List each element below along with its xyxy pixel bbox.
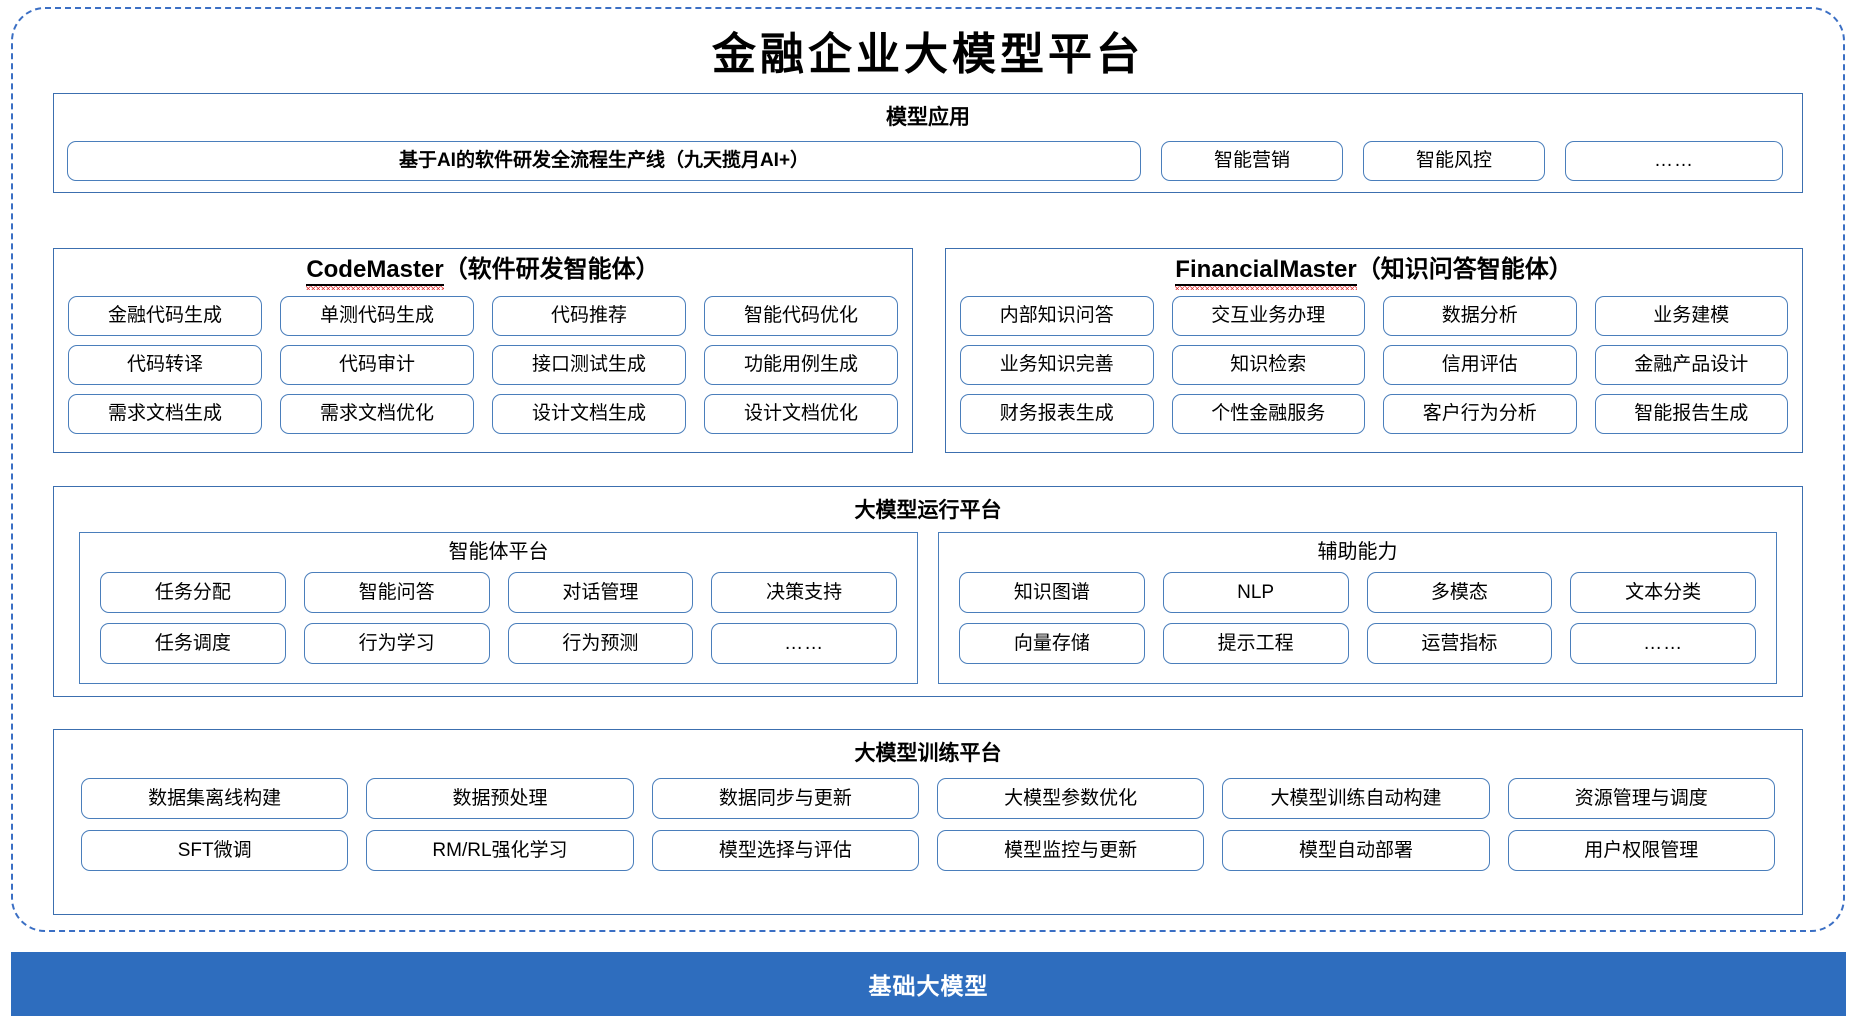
agent-platform-item-0-2[interactable]: 对话管理	[507, 572, 694, 613]
app-item-smart-marketing[interactable]: 智能营销	[1161, 141, 1343, 181]
training-platform-grid: 数据集离线构建 数据预处理 数据同步与更新 大模型参数优化 大模型训练自动构建 …	[81, 778, 1775, 871]
auxiliary-capability-row-2: 向量存储 提示工程 运营指标 ……	[959, 623, 1756, 664]
financialmaster-cap-0-3[interactable]: 业务建模	[1594, 296, 1788, 336]
auxiliary-item-1-3[interactable]: ……	[1570, 623, 1756, 664]
app-item-ai-pipeline[interactable]: 基于AI的软件研发全流程生产线（九天揽月AI+）	[67, 141, 1141, 181]
model-application-item-row: 基于AI的软件研发全流程生产线（九天揽月AI+） 智能营销 智能风控 ……	[67, 141, 1789, 181]
section-runtime-platform-title: 大模型运行平台	[854, 499, 1002, 522]
app-item-smart-risk-control[interactable]: 智能风控	[1363, 141, 1545, 181]
section-training-platform-title: 大模型训练平台	[854, 742, 1002, 765]
codemaster-cap-1-1[interactable]: 代码审计	[280, 345, 474, 385]
codemaster-cap-0-3[interactable]: 智能代码优化	[704, 296, 898, 336]
training-item-0-0[interactable]: 数据集离线构建	[81, 778, 349, 819]
codemaster-cap-1-0[interactable]: 代码转译	[68, 345, 262, 385]
financialmaster-title: FinancialMaster（知识问答智能体）	[946, 256, 1802, 291]
codemaster-cap-2-0[interactable]: 需求文档生成	[68, 394, 262, 434]
runtime-groups-wrap: 智能体平台 任务分配 智能问答 对话管理 决策支持 任务调度 行为学习 行为预测…	[79, 532, 1777, 684]
codemaster-row-1: 金融代码生成 单测代码生成 代码推荐 智能代码优化	[68, 296, 898, 336]
runtime-group-auxiliary-capability: 辅助能力 知识图谱 NLP 多模态 文本分类 向量存储 提示工程 运营指标 ……	[938, 532, 1777, 684]
training-platform-row-1: 数据集离线构建 数据预处理 数据同步与更新 大模型参数优化 大模型训练自动构建 …	[81, 778, 1775, 819]
agent-platform-item-0-3[interactable]: 决策支持	[711, 572, 897, 613]
financialmaster-cap-0-2[interactable]: 数据分析	[1383, 296, 1577, 336]
training-item-0-2[interactable]: 数据同步与更新	[651, 778, 919, 819]
codemaster-name-latin: CodeMaster	[306, 256, 445, 291]
training-item-1-3[interactable]: 模型监控与更新	[936, 830, 1205, 871]
codemaster-cap-2-3[interactable]: 设计文档优化	[704, 394, 898, 434]
section-model-application: 模型应用 基于AI的软件研发全流程生产线（九天揽月AI+） 智能营销 智能风控 …	[53, 93, 1803, 193]
agent-platform-item-1-3[interactable]: ……	[711, 623, 897, 664]
financialmaster-cap-2-2[interactable]: 客户行为分析	[1383, 394, 1577, 434]
agent-platform-grid: 任务分配 智能问答 对话管理 决策支持 任务调度 行为学习 行为预测 ……	[100, 572, 897, 664]
section-model-application-title: 模型应用	[886, 106, 970, 129]
auxiliary-item-0-0[interactable]: 知识图谱	[959, 572, 1145, 613]
financialmaster-cap-0-1[interactable]: 交互业务办理	[1171, 296, 1365, 336]
auxiliary-item-1-1[interactable]: 提示工程	[1162, 623, 1349, 664]
training-item-0-3[interactable]: 大模型参数优化	[936, 778, 1205, 819]
page-title: 金融企业大模型平台	[712, 29, 1144, 80]
agent-platform-item-0-1[interactable]: 智能问答	[303, 572, 490, 613]
codemaster-cap-1-2[interactable]: 接口测试生成	[492, 345, 686, 385]
training-item-1-5[interactable]: 用户权限管理	[1507, 830, 1775, 871]
agent-platform-item-0-0[interactable]: 任务分配	[100, 572, 286, 613]
section-codemaster-agent: CodeMaster（软件研发智能体） 金融代码生成 单测代码生成 代码推荐 智…	[53, 248, 913, 453]
financialmaster-cap-0-0[interactable]: 内部知识问答	[960, 296, 1154, 336]
codemaster-capability-grid: 金融代码生成 单测代码生成 代码推荐 智能代码优化 代码转译 代码审计 接口测试…	[68, 296, 898, 434]
financialmaster-cap-2-3[interactable]: 智能报告生成	[1594, 394, 1788, 434]
financialmaster-row-1: 内部知识问答 交互业务办理 数据分析 业务建模	[960, 296, 1788, 336]
codemaster-cap-0-1[interactable]: 单测代码生成	[280, 296, 474, 336]
codemaster-cap-1-3[interactable]: 功能用例生成	[704, 345, 898, 385]
codemaster-title: CodeMaster（软件研发智能体）	[54, 256, 912, 291]
agent-platform-row-2: 任务调度 行为学习 行为预测 ……	[100, 623, 897, 664]
auxiliary-item-1-2[interactable]: 运营指标	[1366, 623, 1553, 664]
training-item-0-1[interactable]: 数据预处理	[366, 778, 634, 819]
codemaster-row-3: 需求文档生成 需求文档优化 设计文档生成 设计文档优化	[68, 394, 898, 434]
agent-platform-item-1-1[interactable]: 行为学习	[303, 623, 490, 664]
codemaster-name-cn: （软件研发智能体）	[443, 256, 660, 283]
financialmaster-row-2: 业务知识完善 知识检索 信用评估 金融产品设计	[960, 345, 1788, 385]
section-financialmaster-agent: FinancialMaster（知识问答智能体） 内部知识问答 交互业务办理 数…	[945, 248, 1803, 453]
codemaster-row-2: 代码转译 代码审计 接口测试生成 功能用例生成	[68, 345, 898, 385]
financialmaster-cap-2-0[interactable]: 财务报表生成	[960, 394, 1154, 434]
codemaster-cap-2-2[interactable]: 设计文档生成	[492, 394, 686, 434]
training-platform-row-2: SFT微调 RM/RL强化学习 模型选择与评估 模型监控与更新 模型自动部署 用…	[81, 830, 1775, 871]
auxiliary-capability-grid: 知识图谱 NLP 多模态 文本分类 向量存储 提示工程 运营指标 ……	[959, 572, 1756, 664]
training-item-1-4[interactable]: 模型自动部署	[1222, 830, 1490, 871]
financialmaster-name-latin: FinancialMaster	[1175, 256, 1358, 291]
runtime-group-agent-platform-title: 智能体平台	[448, 541, 549, 563]
codemaster-cap-2-1[interactable]: 需求文档优化	[280, 394, 474, 434]
foundation-model-label: 基础大模型	[868, 973, 989, 999]
runtime-group-auxiliary-capability-title: 辅助能力	[1317, 541, 1398, 563]
auxiliary-item-0-3[interactable]: 文本分类	[1570, 572, 1756, 613]
financialmaster-cap-1-3[interactable]: 金融产品设计	[1594, 345, 1788, 385]
auxiliary-item-0-2[interactable]: 多模态	[1366, 572, 1553, 613]
financialmaster-name-cn: （知识问答智能体）	[1356, 256, 1573, 283]
agent-platform-row-1: 任务分配 智能问答 对话管理 决策支持	[100, 572, 897, 613]
runtime-group-agent-platform: 智能体平台 任务分配 智能问答 对话管理 决策支持 任务调度 行为学习 行为预测…	[79, 532, 918, 684]
financialmaster-cap-2-1[interactable]: 个性金融服务	[1171, 394, 1365, 434]
financialmaster-cap-1-1[interactable]: 知识检索	[1171, 345, 1365, 385]
section-runtime-platform: 大模型运行平台 智能体平台 任务分配 智能问答 对话管理 决策支持 任务调度 行…	[53, 486, 1803, 697]
financialmaster-cap-1-2[interactable]: 信用评估	[1383, 345, 1577, 385]
auxiliary-item-1-0[interactable]: 向量存储	[959, 623, 1145, 664]
training-item-1-0[interactable]: SFT微调	[81, 830, 349, 871]
training-item-1-2[interactable]: 模型选择与评估	[651, 830, 919, 871]
auxiliary-item-0-1[interactable]: NLP	[1162, 572, 1349, 613]
training-item-0-4[interactable]: 大模型训练自动构建	[1222, 778, 1490, 819]
codemaster-cap-0-0[interactable]: 金融代码生成	[68, 296, 262, 336]
training-item-0-5[interactable]: 资源管理与调度	[1507, 778, 1775, 819]
training-item-1-1[interactable]: RM/RL强化学习	[366, 830, 634, 871]
codemaster-cap-0-2[interactable]: 代码推荐	[492, 296, 686, 336]
auxiliary-capability-row-1: 知识图谱 NLP 多模态 文本分类	[959, 572, 1756, 613]
financialmaster-row-3: 财务报表生成 个性金融服务 客户行为分析 智能报告生成	[960, 394, 1788, 434]
financialmaster-cap-1-0[interactable]: 业务知识完善	[960, 345, 1154, 385]
financialmaster-capability-grid: 内部知识问答 交互业务办理 数据分析 业务建模 业务知识完善 知识检索 信用评估…	[960, 296, 1788, 434]
foundation-model-bar: 基础大模型	[11, 952, 1846, 1016]
app-item-more[interactable]: ……	[1565, 141, 1783, 181]
agent-platform-item-1-0[interactable]: 任务调度	[100, 623, 286, 664]
section-training-platform: 大模型训练平台 数据集离线构建 数据预处理 数据同步与更新 大模型参数优化 大模…	[53, 729, 1803, 915]
agent-platform-item-1-2[interactable]: 行为预测	[507, 623, 694, 664]
